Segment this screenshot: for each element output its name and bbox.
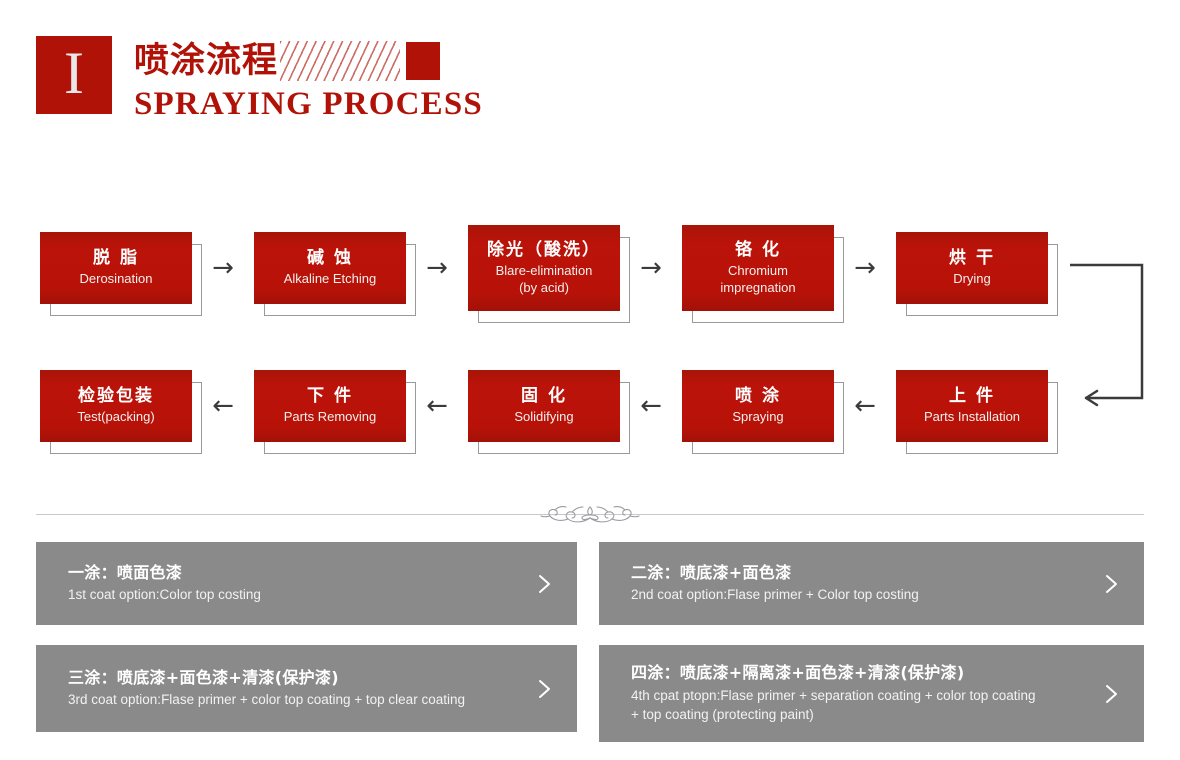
header-text-group: 喷涂流程 SPRAYING PROCESS	[134, 36, 483, 121]
arrow-right-icon-4: →	[854, 253, 876, 283]
arrow-left-icon-3: ←	[640, 391, 662, 421]
node-box: 铬 化 Chromium impregnation	[682, 225, 834, 311]
card-text-group: 二涂：喷底漆+面色漆 2nd coat option:Flase primer …	[631, 562, 1086, 605]
flow-node-spraying[interactable]: 喷 涂 Spraying	[682, 370, 844, 454]
node-box: 除光（酸洗） Blare-elimination (by acid)	[468, 225, 620, 311]
coating-option-card-1[interactable]: 一涂：喷面色漆 1st coat option:Color top costin…	[36, 542, 577, 625]
node-label-en: Drying	[953, 271, 991, 287]
card-subtitle-en: 2nd coat option:Flase primer + Color top…	[631, 587, 919, 603]
node-label-cn: 烘 干	[949, 248, 995, 269]
flow-node-test-packing[interactable]: 检验包装 Test(packing)	[40, 370, 202, 454]
flow-node-alkaline-etching[interactable]: 碱 蚀 Alkaline Etching	[254, 232, 416, 316]
node-label-cn: 碱 蚀	[307, 248, 353, 269]
header-badge-letter: I	[64, 40, 84, 106]
node-box: 固 化 Solidifying	[468, 370, 620, 442]
page-title-cn: 喷涂流程	[134, 40, 279, 81]
node-label-cn: 下 件	[307, 386, 353, 407]
coating-option-card-3[interactable]: 三涂：喷底漆+面色漆+清漆(保护漆) 3rd coat option:Flase…	[36, 645, 577, 732]
flow-node-drying[interactable]: 烘 干 Drying	[896, 232, 1058, 316]
coating-option-card-2[interactable]: 二涂：喷底漆+面色漆 2nd coat option:Flase primer …	[599, 542, 1144, 625]
card-text-group: 四涂：喷底漆+隔离漆+面色漆+清漆(保护漆) 4th cpat ptopn:Fl…	[631, 662, 1086, 724]
node-label-en: Alkaline Etching	[283, 271, 377, 287]
process-flow-diagram: 脱 脂 Derosination → 碱 蚀 Alkaline Etching …	[0, 200, 1180, 485]
node-label-cn: 铬 化	[735, 239, 781, 260]
node-label-en: Chromium impregnation	[720, 263, 796, 295]
flow-node-chromium-impregnation[interactable]: 铬 化 Chromium impregnation	[682, 225, 844, 323]
chevron-right-icon[interactable]	[531, 571, 557, 597]
node-label-en: Parts Removing	[283, 409, 377, 425]
arrow-left-icon-1: ←	[212, 391, 234, 421]
flow-row-top: 脱 脂 Derosination → 碱 蚀 Alkaline Etching …	[0, 218, 1180, 323]
card-title-cn: 一涂：喷面色漆	[68, 562, 183, 582]
page-title-en: SPRAYING PROCESS	[134, 86, 483, 122]
chevron-right-icon[interactable]	[1098, 571, 1124, 597]
node-label-en: Test(packing)	[77, 409, 155, 425]
header-title-row: 喷涂流程	[134, 38, 483, 84]
arrow-left-icon-2: ←	[426, 391, 448, 421]
node-label-en: Spraying	[732, 409, 784, 425]
card-subtitle-en: 1st coat option:Color top costing	[68, 587, 261, 603]
node-box: 脱 脂 Derosination	[40, 232, 192, 304]
flow-node-blare-elimination[interactable]: 除光（酸洗） Blare-elimination (by acid)	[468, 225, 630, 323]
section-divider	[36, 498, 1144, 532]
node-label-cn: 固 化	[521, 386, 567, 407]
node-label-cn: 脱 脂	[93, 248, 139, 269]
chevron-right-icon[interactable]	[531, 676, 557, 702]
node-label-en: Derosination	[79, 271, 153, 287]
card-text-group: 一涂：喷面色漆 1st coat option:Color top costin…	[68, 562, 519, 605]
chevron-right-icon[interactable]	[1098, 681, 1124, 707]
node-label-en: Solidifying	[514, 409, 574, 425]
node-box: 上 件 Parts Installation	[896, 370, 1048, 442]
flow-node-parts-removing[interactable]: 下 件 Parts Removing	[254, 370, 416, 454]
page-header: I 喷涂流程 SPRAYING PROCESS	[36, 36, 483, 126]
flourish-ornament-icon	[540, 506, 640, 523]
card-subtitle-en: 3rd coat option:Flase primer + color top…	[68, 692, 465, 708]
arrow-left-icon-4: ←	[854, 391, 876, 421]
card-title-cn: 三涂：喷底漆+面色漆+清漆(保护漆)	[68, 667, 339, 687]
header-badge: I	[36, 36, 112, 114]
card-subtitle-en: 4th cpat ptopn:Flase primer + separation…	[631, 687, 1036, 722]
flow-row-bottom: 检验包装 Test(packing) ← 下 件 Parts Removing …	[0, 356, 1180, 456]
diagonal-hatch-icon	[280, 41, 401, 81]
node-box: 下 件 Parts Removing	[254, 370, 406, 442]
card-title-cn: 二涂：喷底漆+面色漆	[631, 562, 792, 582]
node-label-en: Parts Installation	[923, 409, 1021, 425]
arrow-right-icon-2: →	[426, 253, 448, 283]
node-box: 喷 涂 Spraying	[682, 370, 834, 442]
coating-options-list: 一涂：喷面色漆 1st coat option:Color top costin…	[36, 542, 1144, 742]
flow-node-derosination[interactable]: 脱 脂 Derosination	[40, 232, 202, 316]
card-title-cn: 四涂：喷底漆+隔离漆+面色漆+清漆(保护漆)	[631, 663, 965, 683]
flow-node-parts-installation[interactable]: 上 件 Parts Installation	[896, 370, 1058, 454]
coating-option-card-4[interactable]: 四涂：喷底漆+隔离漆+面色漆+清漆(保护漆) 4th cpat ptopn:Fl…	[599, 645, 1144, 742]
node-label-cn: 上 件	[949, 386, 995, 407]
arrow-right-icon-3: →	[640, 253, 662, 283]
flow-node-solidifying[interactable]: 固 化 Solidifying	[468, 370, 630, 454]
node-box: 烘 干 Drying	[896, 232, 1048, 304]
node-label-cn: 检验包装	[78, 386, 154, 407]
arrow-right-icon-1: →	[212, 253, 234, 283]
node-box: 碱 蚀 Alkaline Etching	[254, 232, 406, 304]
node-box: 检验包装 Test(packing)	[40, 370, 192, 442]
red-square-icon	[406, 42, 441, 80]
node-label-cn: 喷 涂	[735, 386, 781, 407]
card-text-group: 三涂：喷底漆+面色漆+清漆(保护漆) 3rd coat option:Flase…	[68, 667, 519, 710]
node-label-en: Blare-elimination (by acid)	[495, 263, 593, 295]
node-label-cn: 除光（酸洗）	[487, 239, 601, 260]
